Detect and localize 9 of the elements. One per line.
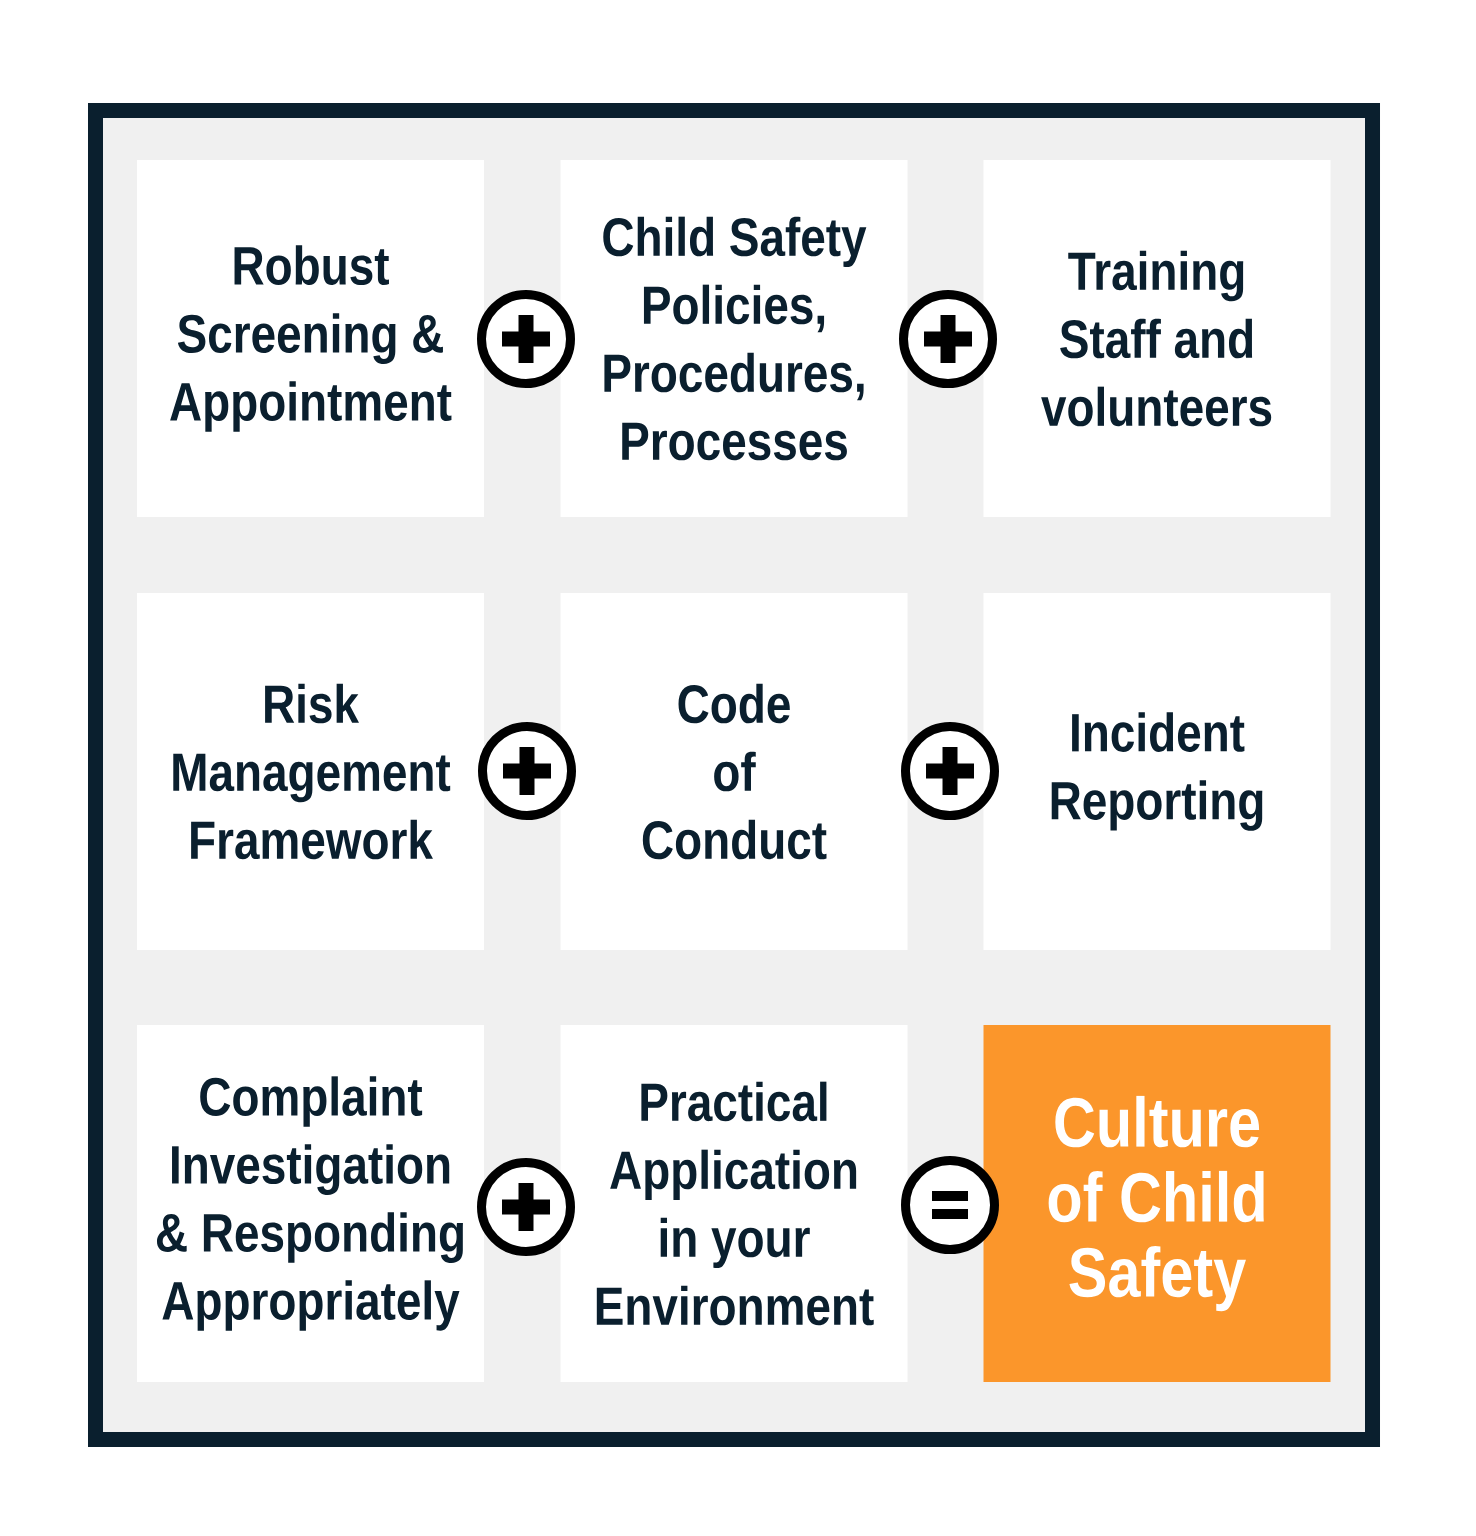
text-box: Risk Management Framework bbox=[137, 593, 484, 950]
result-box: Culture of Child Safety bbox=[983, 1025, 1331, 1382]
text-box: Robust Screening & Appointment bbox=[137, 160, 484, 517]
text-box: Training Staff and volunteers bbox=[983, 160, 1331, 517]
text-box: Practical Application in your Environment bbox=[560, 1025, 908, 1382]
text-box: Incident Reporting bbox=[983, 593, 1331, 950]
text-box: Code of Conduct bbox=[560, 593, 908, 950]
text-box: Child Safety Policies, Procedures, Processes bbox=[560, 160, 908, 517]
text-box: Complaint Investigation & Responding Appropriately bbox=[137, 1025, 484, 1382]
